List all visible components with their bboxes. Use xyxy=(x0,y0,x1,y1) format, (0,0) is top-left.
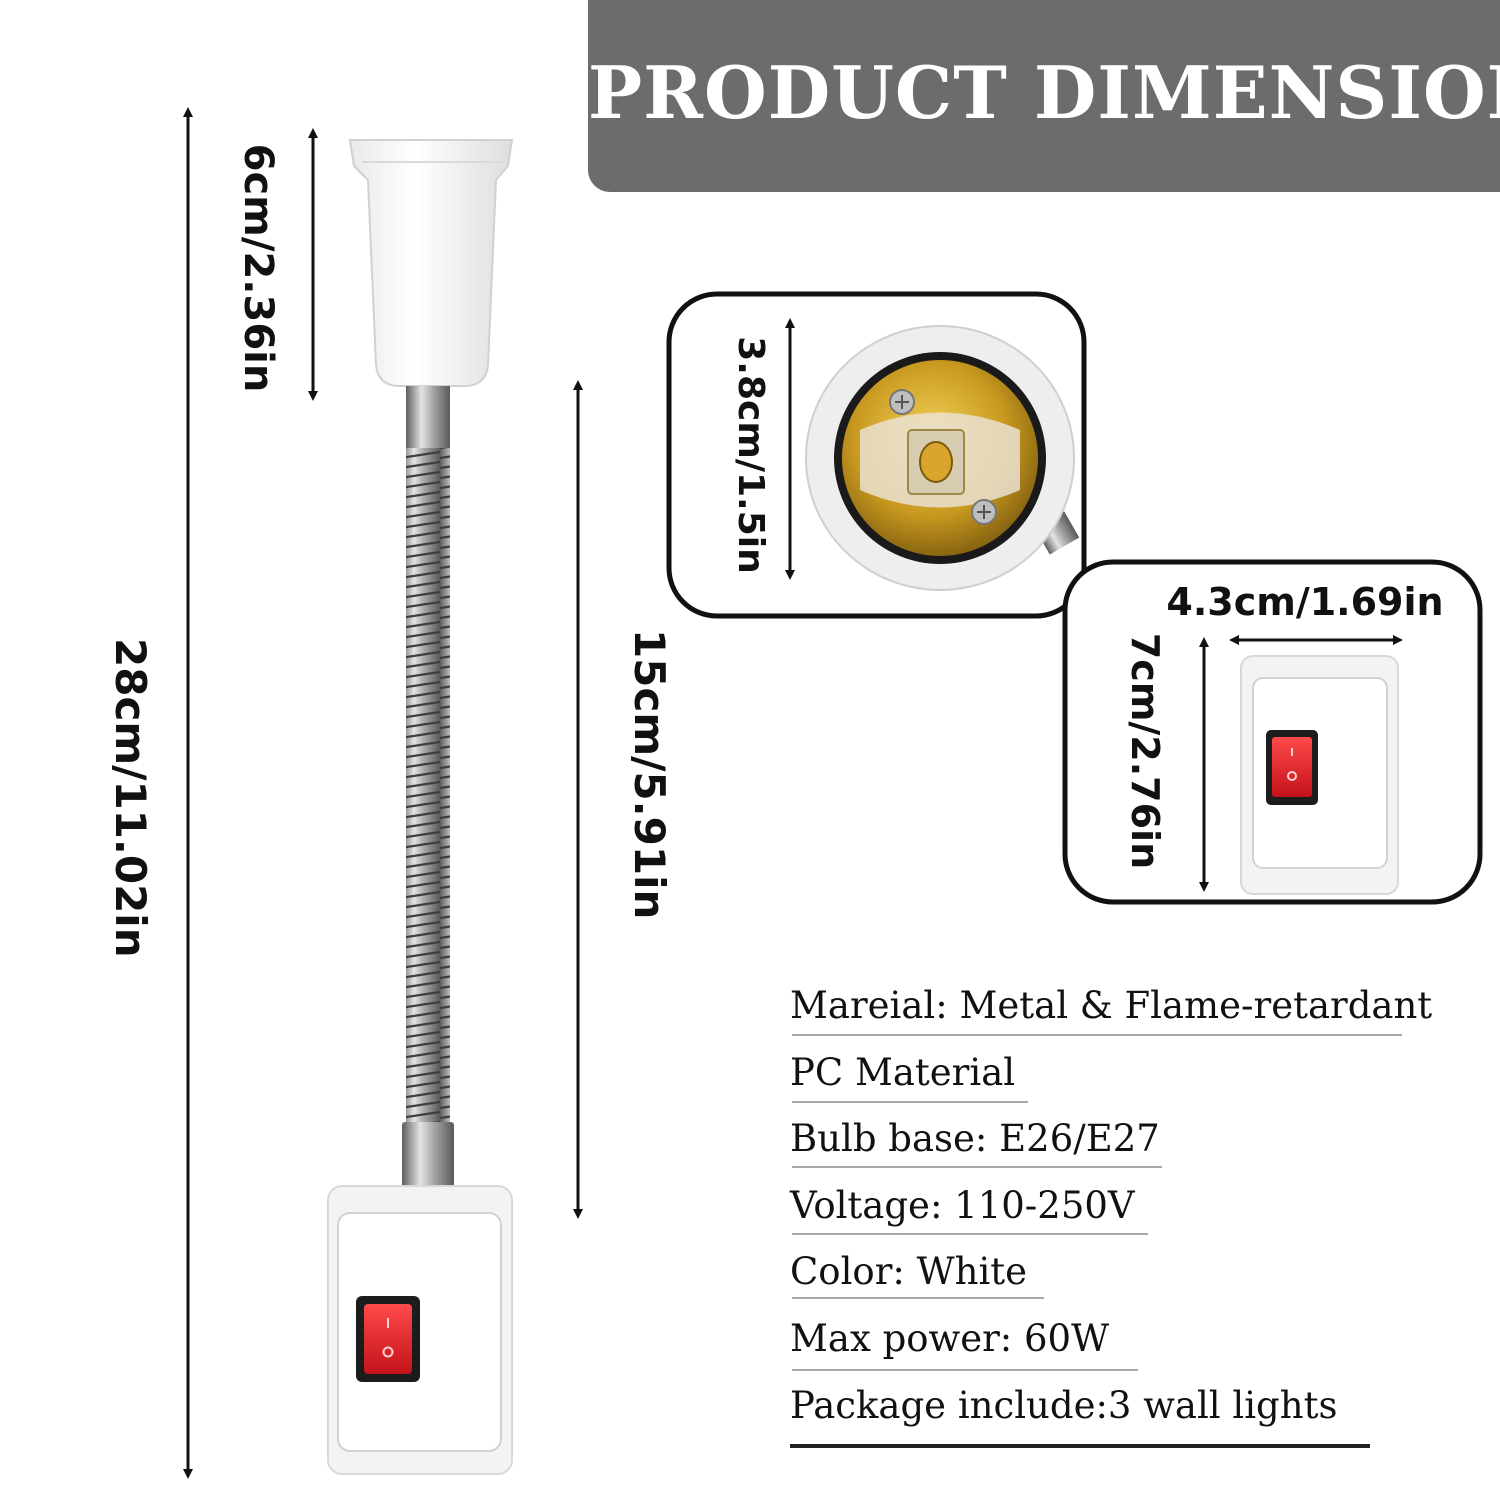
spec-bulb-base: Bulb base: E26/E27 xyxy=(790,1117,1160,1160)
spec-max-power: Max power: 60W xyxy=(790,1317,1110,1360)
spec-divider xyxy=(792,1233,1148,1235)
spec-voltage: Voltage: 110-250V xyxy=(790,1184,1135,1227)
switch-closeup-frame xyxy=(1062,559,1483,905)
gooseneck-length-label: 15cm/5.91in xyxy=(625,629,674,920)
gooseneck xyxy=(402,386,454,1190)
lamp-socket xyxy=(348,139,514,387)
switch-width-label: 4.3cm/1.69in xyxy=(1166,580,1444,624)
switch-height-label: 7cm/2.76in xyxy=(1123,632,1167,870)
spec-divider xyxy=(792,1369,1138,1371)
total-height-label: 28cm/11.02in xyxy=(106,638,155,958)
plug-switch-body xyxy=(327,1185,513,1475)
spec-divider xyxy=(792,1034,1402,1036)
spec-material-cont: PC Material xyxy=(790,1051,1016,1094)
spec-divider xyxy=(792,1297,1044,1299)
spec-material: Mareial: Metal & Flame-retardant xyxy=(790,984,1433,1027)
spec-divider xyxy=(792,1101,1028,1103)
socket-closeup-frame xyxy=(666,291,1087,619)
banner-title: PRODUCT DIMENSION xyxy=(588,50,1500,135)
spec-final-rule xyxy=(790,1444,1370,1448)
spec-divider xyxy=(792,1166,1162,1168)
spec-package: Package include:3 wall lights xyxy=(790,1384,1338,1427)
spec-color: Color: White xyxy=(790,1250,1028,1293)
title-banner: PRODUCT DIMENSION xyxy=(588,0,1500,192)
socket-height-label: 6cm/2.36in xyxy=(235,143,281,393)
socket-diameter-label: 3.8cm/1.5in xyxy=(730,336,771,574)
